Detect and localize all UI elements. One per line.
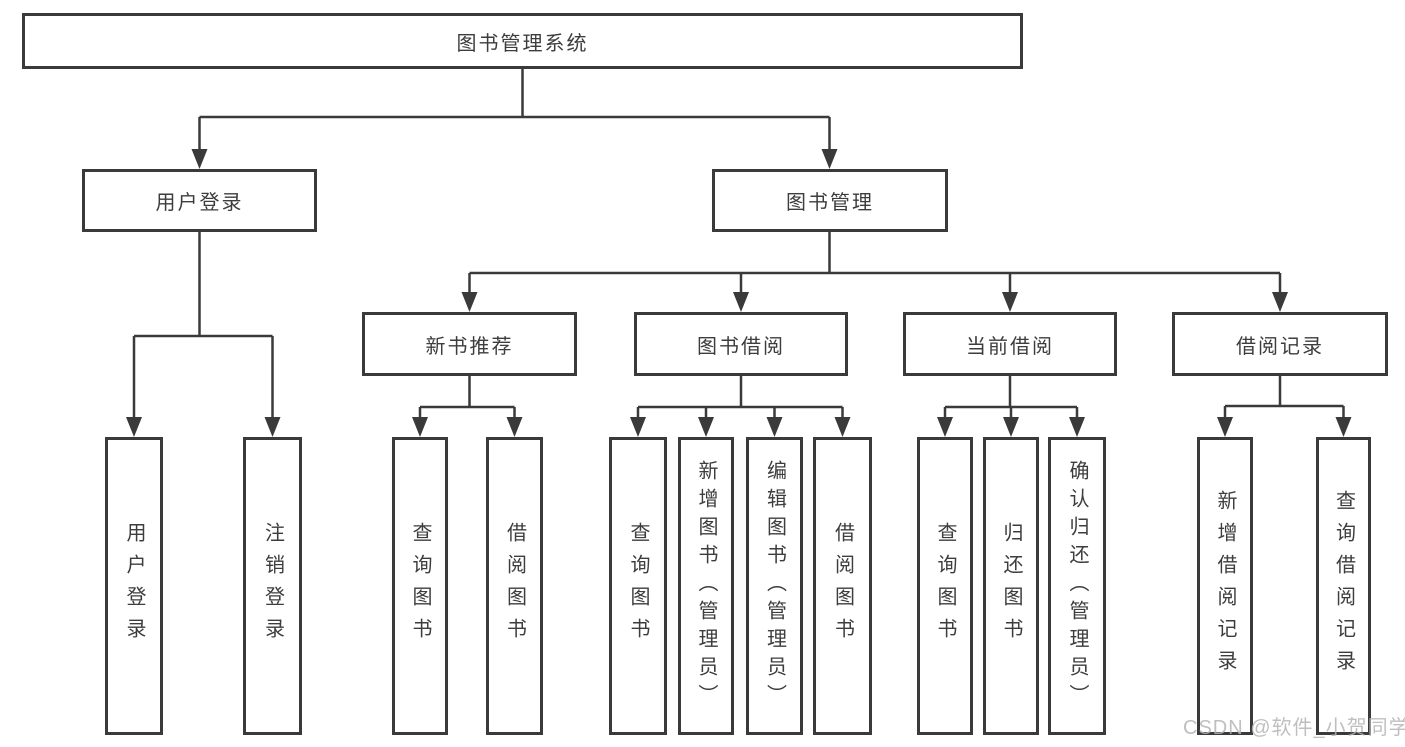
leaf-recommend-borrow-books: 借阅图书: [486, 437, 543, 735]
leaf-logout: 注销登录: [243, 437, 302, 735]
node-label: 注销登录: [261, 522, 284, 650]
leaf-borrow-add-books-admin: 新增图书（管理员）: [678, 437, 734, 735]
node-book-management: 图书管理: [712, 169, 948, 232]
node-label: 图书管理: [786, 192, 874, 214]
node-label: 图书管理系统: [456, 32, 589, 55]
node-label: 查询图书: [409, 522, 431, 650]
node-library-system: 图书管理系统: [22, 13, 1023, 69]
node-user-login: 用户登录: [82, 169, 317, 232]
leaf-user-login: 用户登录: [105, 437, 163, 735]
node-current-borrowing: 当前借阅: [903, 312, 1117, 376]
node-label: 新增图书（管理员）: [695, 460, 717, 712]
leaf-records-add-record: 新增借阅记录: [1197, 437, 1253, 735]
leaf-borrow-edit-books-admin: 编辑图书（管理员）: [746, 437, 803, 735]
leaf-records-query-record: 查询借阅记录: [1316, 437, 1371, 735]
node-label: 当前借阅: [966, 335, 1054, 358]
node-label: 图书借阅: [697, 335, 785, 358]
node-label: 用户登录: [123, 522, 145, 650]
node-label: 借阅记录: [1236, 335, 1324, 358]
node-label: 确认归还（管理员）: [1066, 460, 1088, 712]
leaf-current-query-books: 查询图书: [917, 437, 973, 735]
node-label: 新书推荐: [425, 335, 514, 358]
csdn-watermark: CSDN @软件_小贺同学: [1183, 717, 1405, 739]
node-label: 借阅图书: [503, 522, 526, 650]
node-new-book-recommend: 新书推荐: [362, 312, 577, 376]
node-label: 用户登录: [155, 192, 244, 214]
node-label: 编辑图书（管理员）: [763, 460, 786, 712]
leaf-borrow-borrow-books: 借阅图书: [813, 437, 872, 735]
node-label: 归还图书: [1000, 522, 1022, 650]
node-label: 新增借阅记录: [1214, 490, 1236, 682]
node-label: 查询借阅记录: [1332, 490, 1355, 682]
node-label: 查询图书: [934, 522, 956, 650]
node-label: 借阅图书: [831, 522, 854, 650]
leaf-current-confirm-return-admin: 确认归还（管理员）: [1048, 437, 1106, 735]
leaf-borrow-query-books: 查询图书: [609, 437, 667, 735]
leaf-recommend-query-books: 查询图书: [392, 437, 448, 735]
node-book-borrowing: 图书借阅: [634, 312, 848, 376]
leaf-current-return-books: 归还图书: [983, 437, 1039, 735]
node-label: 查询图书: [627, 522, 649, 650]
node-borrowing-records: 借阅记录: [1172, 312, 1388, 376]
